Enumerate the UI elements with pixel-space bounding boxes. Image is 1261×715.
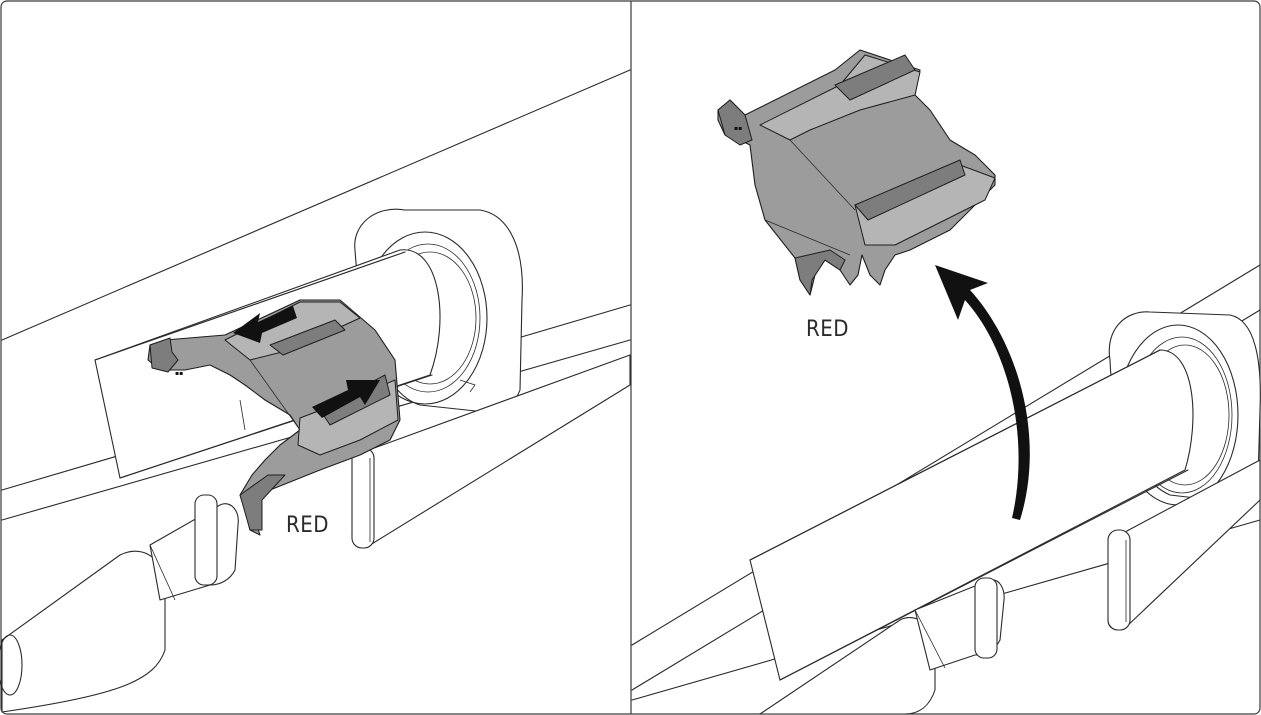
left-connector-pipe xyxy=(0,494,239,713)
left-slide-arrows xyxy=(233,306,380,418)
right-hanger-bracket xyxy=(1107,459,1261,631)
left-panel: ▪▪ RED xyxy=(0,69,631,713)
clip-marking: ▪▪ xyxy=(175,370,183,377)
right-pipe-clip: ▪▪ xyxy=(717,49,996,296)
right-inner-pipe xyxy=(749,349,1194,681)
arrow-left-icon xyxy=(233,306,297,343)
arrow-right-icon xyxy=(312,380,380,418)
curved-lift-arrow-icon xyxy=(935,265,1030,520)
left-hanger-bracket xyxy=(351,354,631,549)
right-clip-label: RED xyxy=(806,317,849,342)
right-connector-pipe xyxy=(759,577,1005,715)
right-panel: ▪▪ RED xyxy=(631,49,1261,715)
clip-marking: ▪▪ xyxy=(734,125,742,132)
left-pipe-clip: ▪▪ xyxy=(147,299,401,536)
left-clip-label: RED xyxy=(286,513,329,538)
